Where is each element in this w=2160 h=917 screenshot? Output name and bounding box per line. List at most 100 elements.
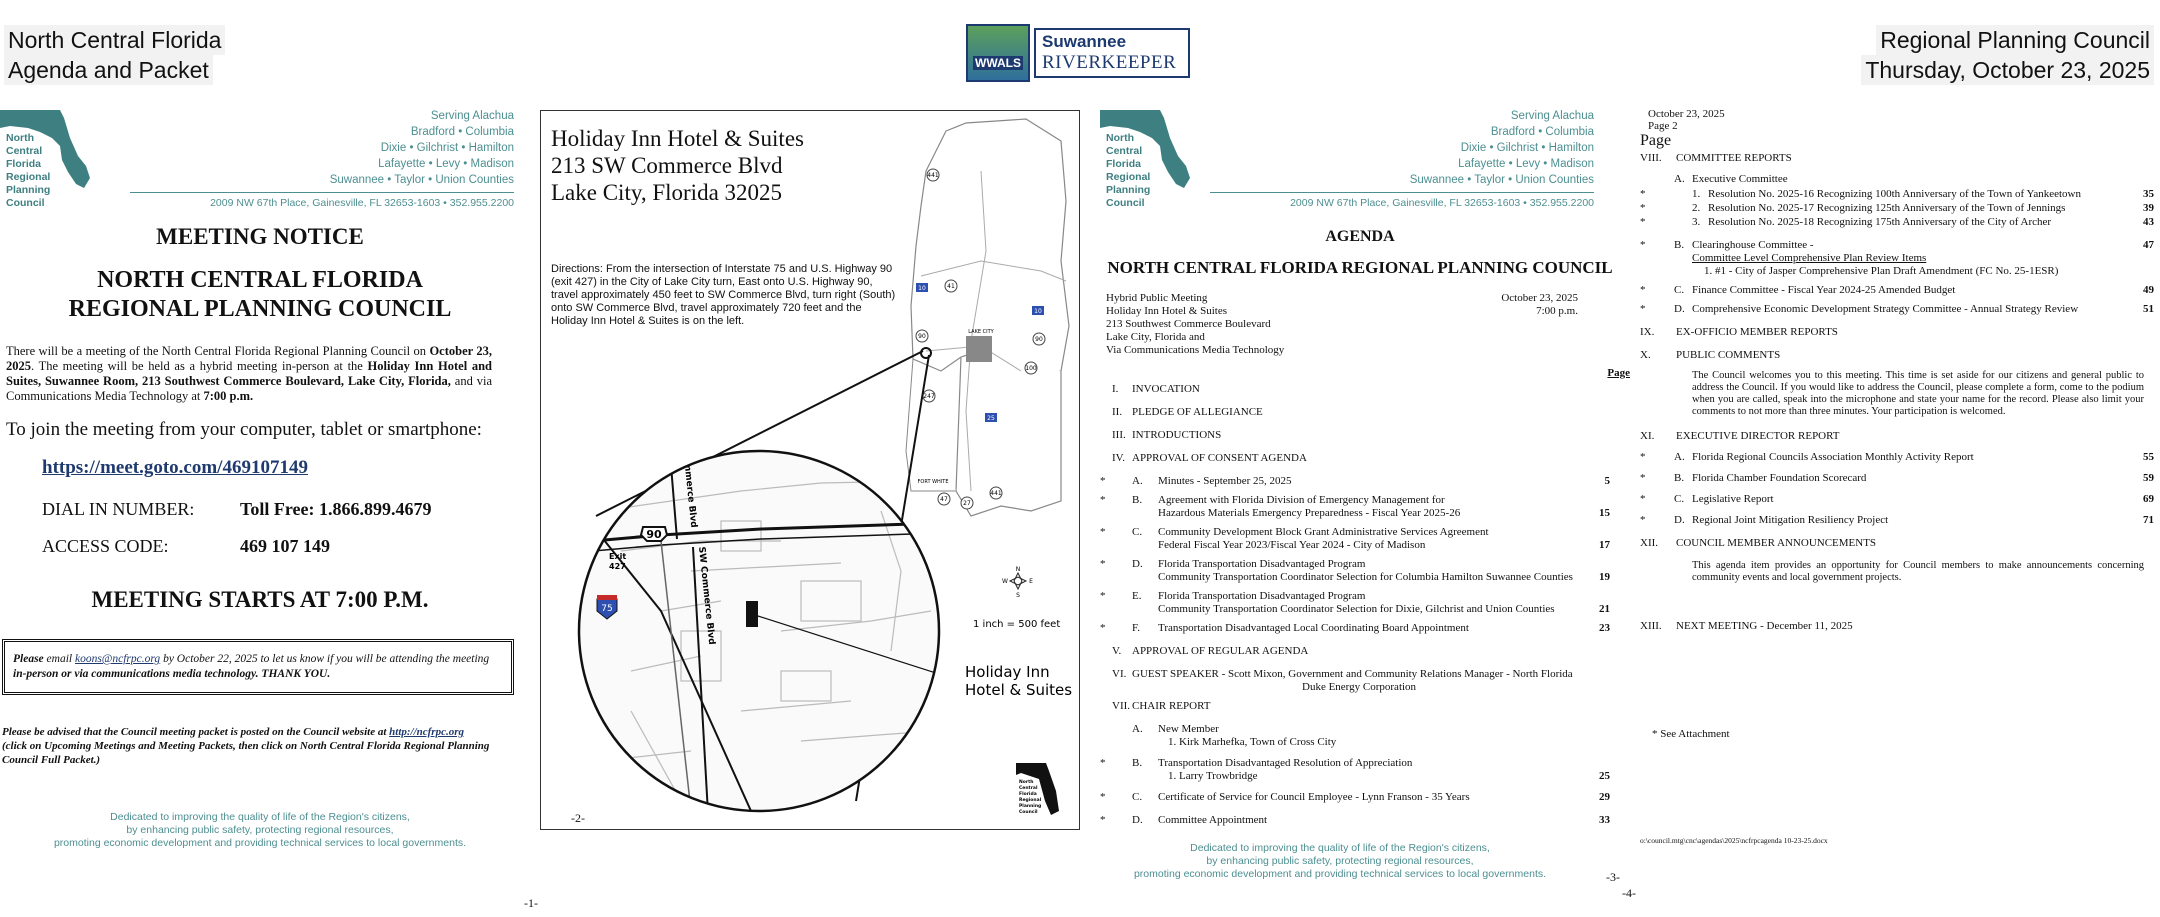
route-marker: 441 <box>927 172 939 179</box>
agenda-item: II.PLEDGE OF ALLEGIANCE <box>1100 406 1610 419</box>
page-number: -3- <box>1606 870 1620 884</box>
agenda-page-number: 33 <box>1599 814 1610 826</box>
dedication-line: promoting economic development and provi… <box>53 837 467 849</box>
agenda-item-number: D. <box>1132 558 1143 570</box>
meeting-venue: Holiday Inn Hotel and Suites, Suwannee R… <box>6 359 492 388</box>
page-number: -4- <box>1622 886 1636 900</box>
attachment-star: * <box>1100 590 1106 602</box>
agenda-item-number: C. <box>1132 526 1143 538</box>
meeting-info-right: October 23, 2025 7:00 p.m. <box>1501 292 1578 357</box>
meeting-info: Hybrid Public Meeting Holiday Inn Hotel … <box>1106 292 1578 357</box>
agenda-item: I.INVOCATION <box>1100 383 1610 396</box>
hwy-90-label: 90 <box>646 528 662 541</box>
agenda-item: XIII.NEXT MEETING - December 11, 2025 <box>1640 620 2154 633</box>
header-left-line1: North Central Florida <box>4 25 226 55</box>
agenda-item-text: Minutes - September 25, 2025 <box>1158 475 1292 487</box>
org-name-line: Council <box>1106 197 1145 209</box>
agenda-item: VIII.COMMITTEE REPORTS <box>1640 152 2154 165</box>
dedication-line: promoting economic development and provi… <box>1133 868 1547 880</box>
letterhead-org-name: North Central Florida Regional Planning … <box>1106 132 1150 210</box>
serving-line: Dixie • Gilchrist • Hamilton <box>380 142 514 154</box>
agenda-page-number: 17 <box>1599 539 1610 551</box>
agenda-item-text: Legislative Report <box>1692 493 1774 505</box>
small-logo-line: North <box>1019 779 1033 785</box>
small-logo-line: Council <box>1019 809 1038 815</box>
serving-line: Suwannee • Taylor • Union Counties <box>1409 174 1594 186</box>
agenda-page-number: 43 <box>2143 216 2154 228</box>
agenda-page-number: 35 <box>2143 188 2154 200</box>
agenda-page-number: 23 <box>1599 622 1610 634</box>
dial-in-number: Toll Free: 1.866.899.4679 <box>240 499 432 519</box>
florida-map-logo <box>1100 110 1190 188</box>
dedication-line: Dedicated to improving the quality of li… <box>1190 842 1490 854</box>
agenda-item-number: E. <box>1132 590 1142 602</box>
agenda-item: *B.Clearinghouse Committee -Committee Le… <box>1640 239 2154 278</box>
agenda-page-number: 47 <box>2143 239 2154 251</box>
agenda-item-number: A. <box>1674 173 1685 185</box>
agenda-item-number: D. <box>1674 303 1685 315</box>
agenda-item: VII.CHAIR REPORT <box>1100 700 1610 713</box>
access-code-label: ACCESS CODE: <box>42 536 169 556</box>
website-link[interactable]: http://ncfrpc.org <box>389 726 465 738</box>
serving-counties: Serving Alachua Bradford • Columbia Dixi… <box>1410 108 1594 188</box>
attachment-star: * <box>1100 622 1106 634</box>
packet-notice-text: Please be advised that the Council meeti… <box>2 726 390 738</box>
agenda-item-text: Committee Appointment <box>1158 814 1268 826</box>
meeting-date: October 23, 2025 <box>6 344 492 373</box>
letterhead: North Central Florida Regional Planning … <box>1100 108 1620 212</box>
route-marker: 247 <box>923 393 935 400</box>
agenda-item-text: Comprehensive Economic Development Strat… <box>1692 303 2079 315</box>
address-line: Lake City, Florida 32025 <box>551 180 783 205</box>
attachment-star: * <box>1100 558 1106 570</box>
agenda-item-number: II. <box>1112 406 1123 418</box>
agenda-item-text: Resolution No. 2025-18 Recognizing 175th… <box>1708 216 2052 228</box>
rsvp-email-link[interactable]: koons@ncfrpc.org <box>74 653 161 665</box>
agenda-page-number: 59 <box>2143 472 2154 484</box>
route-marker: 90 <box>1035 336 1043 343</box>
council-name-line2: REGIONAL PLANNING COUNCIL <box>68 296 452 322</box>
page-number: -1- <box>524 896 538 910</box>
header-left-line2: Agenda and Packet <box>4 55 213 85</box>
agenda-item-text: Finance Committee - Fiscal Year 2024-25 … <box>1692 284 1956 296</box>
body-text: and via Communications Media Technology … <box>6 374 492 403</box>
agenda-org: NORTH CENTRAL FLORIDA REGIONAL PLANNING … <box>1107 258 1613 277</box>
agenda-item-subtext: Community Transportation Coordinator Sel… <box>1158 603 1555 615</box>
agenda-item-number: F. <box>1132 622 1140 634</box>
serving-line: Lafayette • Levy • Madison <box>378 158 514 170</box>
agenda-item-text: PUBLIC COMMENTS <box>1676 349 1781 361</box>
header-right-line2: Thursday, October 23, 2025 <box>1861 55 2154 85</box>
org-name-line: Florida <box>1106 158 1142 170</box>
attachment-star: * <box>1640 216 1646 228</box>
agenda-item: *C.Finance Committee - Fiscal Year 2024-… <box>1640 284 2154 297</box>
org-name-line: Florida <box>6 158 42 170</box>
attachment-star: * <box>1100 494 1106 506</box>
agenda-item-number: IV. <box>1112 452 1125 464</box>
agenda-item: *B.Transportation Disadvantaged Resoluti… <box>1100 757 1610 783</box>
meeting-link[interactable]: https://meet.goto.com/469107149 <box>42 457 308 478</box>
page-meeting-notice: North Central Florida Regional Planning … <box>0 108 538 910</box>
agenda-item-number: 1. <box>1692 188 1701 200</box>
serving-line: Lafayette • Levy • Madison <box>1458 158 1594 170</box>
compass-icon: N S E W <box>1002 566 1033 599</box>
serving-line: Bradford • Columbia <box>410 126 514 138</box>
riverkeeper-text: RIVERKEEPER <box>1042 52 1177 73</box>
agenda-item: *2.Resolution No. 2025-17 Recognizing 12… <box>1640 202 2154 215</box>
agenda-title: AGENDA <box>1325 228 1395 245</box>
agenda-item-text: Florida Chamber Foundation Scorecard <box>1692 472 1867 484</box>
interstate-marker: 10 <box>1034 308 1042 315</box>
file-path: o:\council.mtg\cnc\agendas\2025\ncfrpcag… <box>1640 836 1828 845</box>
agenda-item-text: APPROVAL OF REGULAR AGENDA <box>1132 645 1309 657</box>
agenda-item-number: B. <box>1132 494 1143 506</box>
agenda-item-subtext: 1. Kirk Marhefka, Town of Cross City <box>1168 736 1337 748</box>
agenda-item-number: C. <box>1674 284 1685 296</box>
agenda-item-text: CHAIR REPORT <box>1132 700 1211 712</box>
page-column-header: Page <box>1607 367 1630 379</box>
route-marker: 27 <box>963 500 971 507</box>
interstate-marker: 10 <box>918 285 926 292</box>
dedication-line: by enhancing public safety, protecting r… <box>1206 855 1474 867</box>
compass-n: N <box>1016 566 1021 573</box>
org-name-line: Central <box>6 145 43 157</box>
